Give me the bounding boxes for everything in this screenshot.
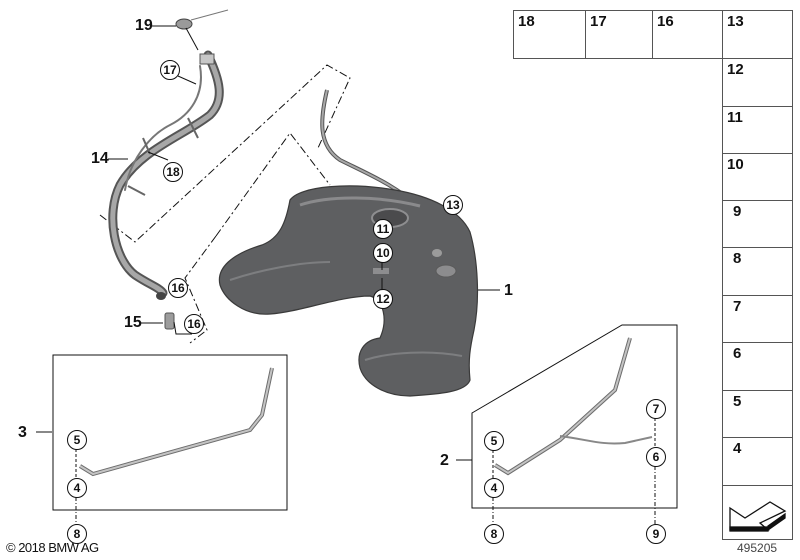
part-number: 7 — [733, 298, 742, 315]
part-cell-8[interactable]: 8 — [722, 247, 793, 296]
strap-3-box — [52, 354, 288, 511]
view-arrow-cell — [722, 485, 793, 540]
part-cell-10[interactable]: 10 — [722, 153, 793, 201]
callout-circle-6[interactable]: 6 — [646, 447, 666, 467]
clamp-part-16 — [156, 292, 166, 300]
part-number: 5 — [733, 393, 742, 410]
pipe-clips — [127, 117, 199, 196]
callout-circle-12[interactable]: 12 — [373, 289, 393, 309]
callout-circle-10[interactable]: 10 — [373, 243, 393, 263]
part-cell-6[interactable]: 6 — [722, 342, 793, 391]
part-number: 6 — [733, 345, 742, 362]
callout-circle-5-right[interactable]: 5 — [484, 431, 504, 451]
part-number: 9 — [733, 203, 742, 220]
callout-circle-7[interactable]: 7 — [646, 399, 666, 419]
filler-group-outline — [99, 64, 351, 344]
part-number: 8 — [733, 250, 742, 267]
part-cell-17[interactable]: 17 — [585, 10, 653, 59]
callout-19[interactable]: 19 — [135, 17, 153, 34]
callout-14[interactable]: 14 — [91, 150, 109, 167]
part-cell-7[interactable]: 7 — [722, 295, 793, 343]
filler-pipe — [108, 50, 224, 298]
part-number: 4 — [733, 440, 742, 457]
part-cell-9[interactable]: 9 — [722, 200, 793, 248]
part-cell-11[interactable]: 11 — [722, 106, 793, 154]
view-direction-arrow-icon — [729, 501, 787, 532]
callout-3[interactable]: 3 — [18, 424, 27, 441]
part-number: 12 — [727, 61, 744, 78]
callout-circle-17[interactable]: 17 — [160, 60, 180, 80]
part-number: 10 — [727, 156, 744, 173]
part-number: 17 — [590, 13, 607, 30]
callout-circle-16a[interactable]: 16 — [168, 278, 188, 298]
leader-lines — [36, 25, 656, 525]
part-cell-12[interactable]: 12 — [722, 58, 793, 107]
callout-1[interactable]: 1 — [504, 282, 513, 299]
copyright-text: © 2018 BMW AG — [6, 540, 99, 555]
callout-15[interactable]: 15 — [124, 314, 142, 331]
callout-circle-13[interactable]: 13 — [443, 195, 463, 215]
part-number: 13 — [727, 13, 744, 30]
part-cell-5[interactable]: 5 — [722, 390, 793, 438]
fuel-cap-part-19 — [175, 9, 229, 51]
part-number: 11 — [727, 109, 743, 126]
callout-circle-18[interactable]: 18 — [163, 162, 183, 182]
part-cell-13[interactable]: 13 — [722, 10, 793, 59]
part-number: 16 — [657, 13, 674, 30]
callout-circle-4-right[interactable]: 4 — [484, 478, 504, 498]
fuel-tank-part-1 — [218, 185, 479, 397]
callout-circle-8-right[interactable]: 8 — [484, 524, 504, 544]
callout-circle-11[interactable]: 11 — [373, 219, 393, 239]
callout-circle-5-left[interactable]: 5 — [67, 430, 87, 450]
document-id: 495205 — [737, 541, 778, 555]
callout-circle-16b[interactable]: 16 — [184, 314, 204, 334]
callout-circle-4-left[interactable]: 4 — [67, 478, 87, 498]
callout-circle-9[interactable]: 9 — [646, 524, 666, 544]
strap-2-box — [471, 324, 678, 509]
tank-strap-part-2 — [493, 337, 632, 476]
part-cell-18[interactable]: 18 — [513, 10, 586, 59]
part-cell-4[interactable]: 4 — [722, 437, 793, 486]
part-number: 18 — [518, 13, 535, 30]
callout-circle-8-left[interactable]: 8 — [67, 524, 87, 544]
callout-2[interactable]: 2 — [440, 452, 449, 469]
hose-part-15 — [164, 312, 175, 330]
tank-strap-part-3 — [78, 367, 274, 477]
part-cell-16[interactable]: 16 — [652, 10, 723, 59]
